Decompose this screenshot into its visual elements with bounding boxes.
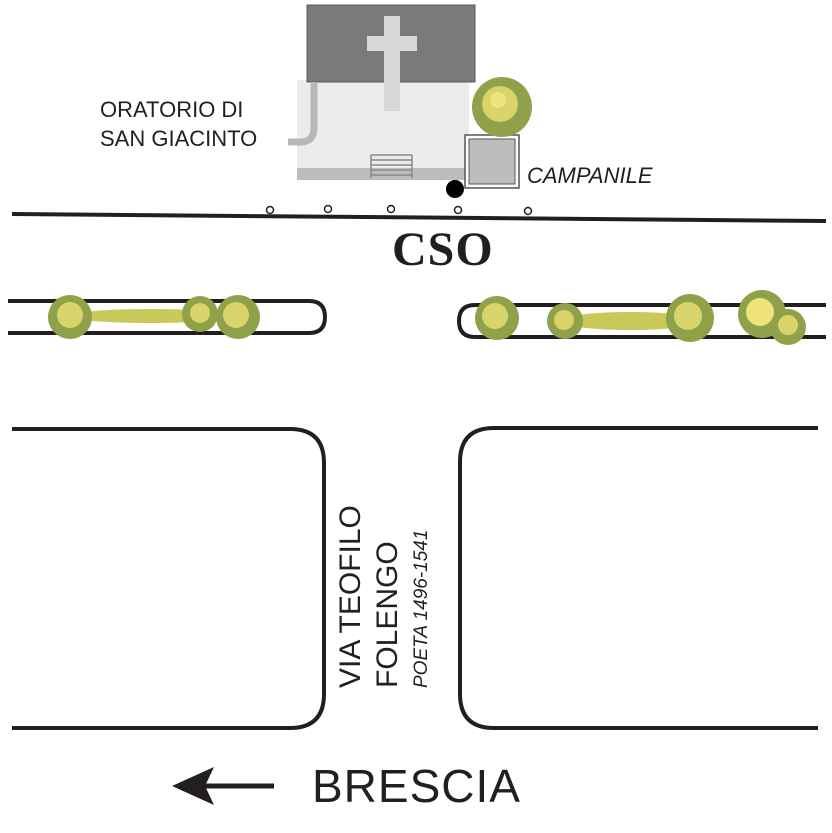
side-street-name-line1: VIA TEOFILO <box>334 505 367 688</box>
church-body <box>297 80 469 180</box>
direction-label: BRESCIA <box>312 760 521 812</box>
church-base <box>297 168 469 180</box>
main-street-label: CSO <box>392 223 494 276</box>
campanile-tower <box>464 134 520 189</box>
road-edge-top <box>11 212 827 223</box>
left-arrow-icon <box>172 767 274 805</box>
location-marker <box>446 180 464 198</box>
median-left <box>8 299 328 335</box>
bell-tower-label: CAMPANILE <box>527 163 653 188</box>
street-posts <box>265 204 533 216</box>
tree-icon <box>472 77 532 137</box>
median-vegetation-right <box>475 290 806 345</box>
church-label-line1: ORATORIO DI <box>100 97 244 122</box>
oratorio-building <box>288 4 476 180</box>
block-bottom-left <box>12 427 326 730</box>
church-label: ORATORIO DI SAN GIACINTO <box>100 95 257 153</box>
side-street-name-line2: FOLENGO <box>371 541 404 688</box>
church-leader-line <box>288 82 318 146</box>
cross-icon <box>367 16 417 111</box>
side-street-label: VIA TEOFILO FOLENGO POETA 1496-1541 <box>332 474 452 688</box>
median-vegetation-left <box>48 295 260 339</box>
church-label-line2: SAN GIACINTO <box>100 126 258 151</box>
median-right <box>456 303 826 339</box>
side-street-subtitle: POETA 1496-1541 <box>411 529 432 688</box>
block-bottom-right <box>458 426 818 730</box>
church-steps <box>370 154 413 178</box>
